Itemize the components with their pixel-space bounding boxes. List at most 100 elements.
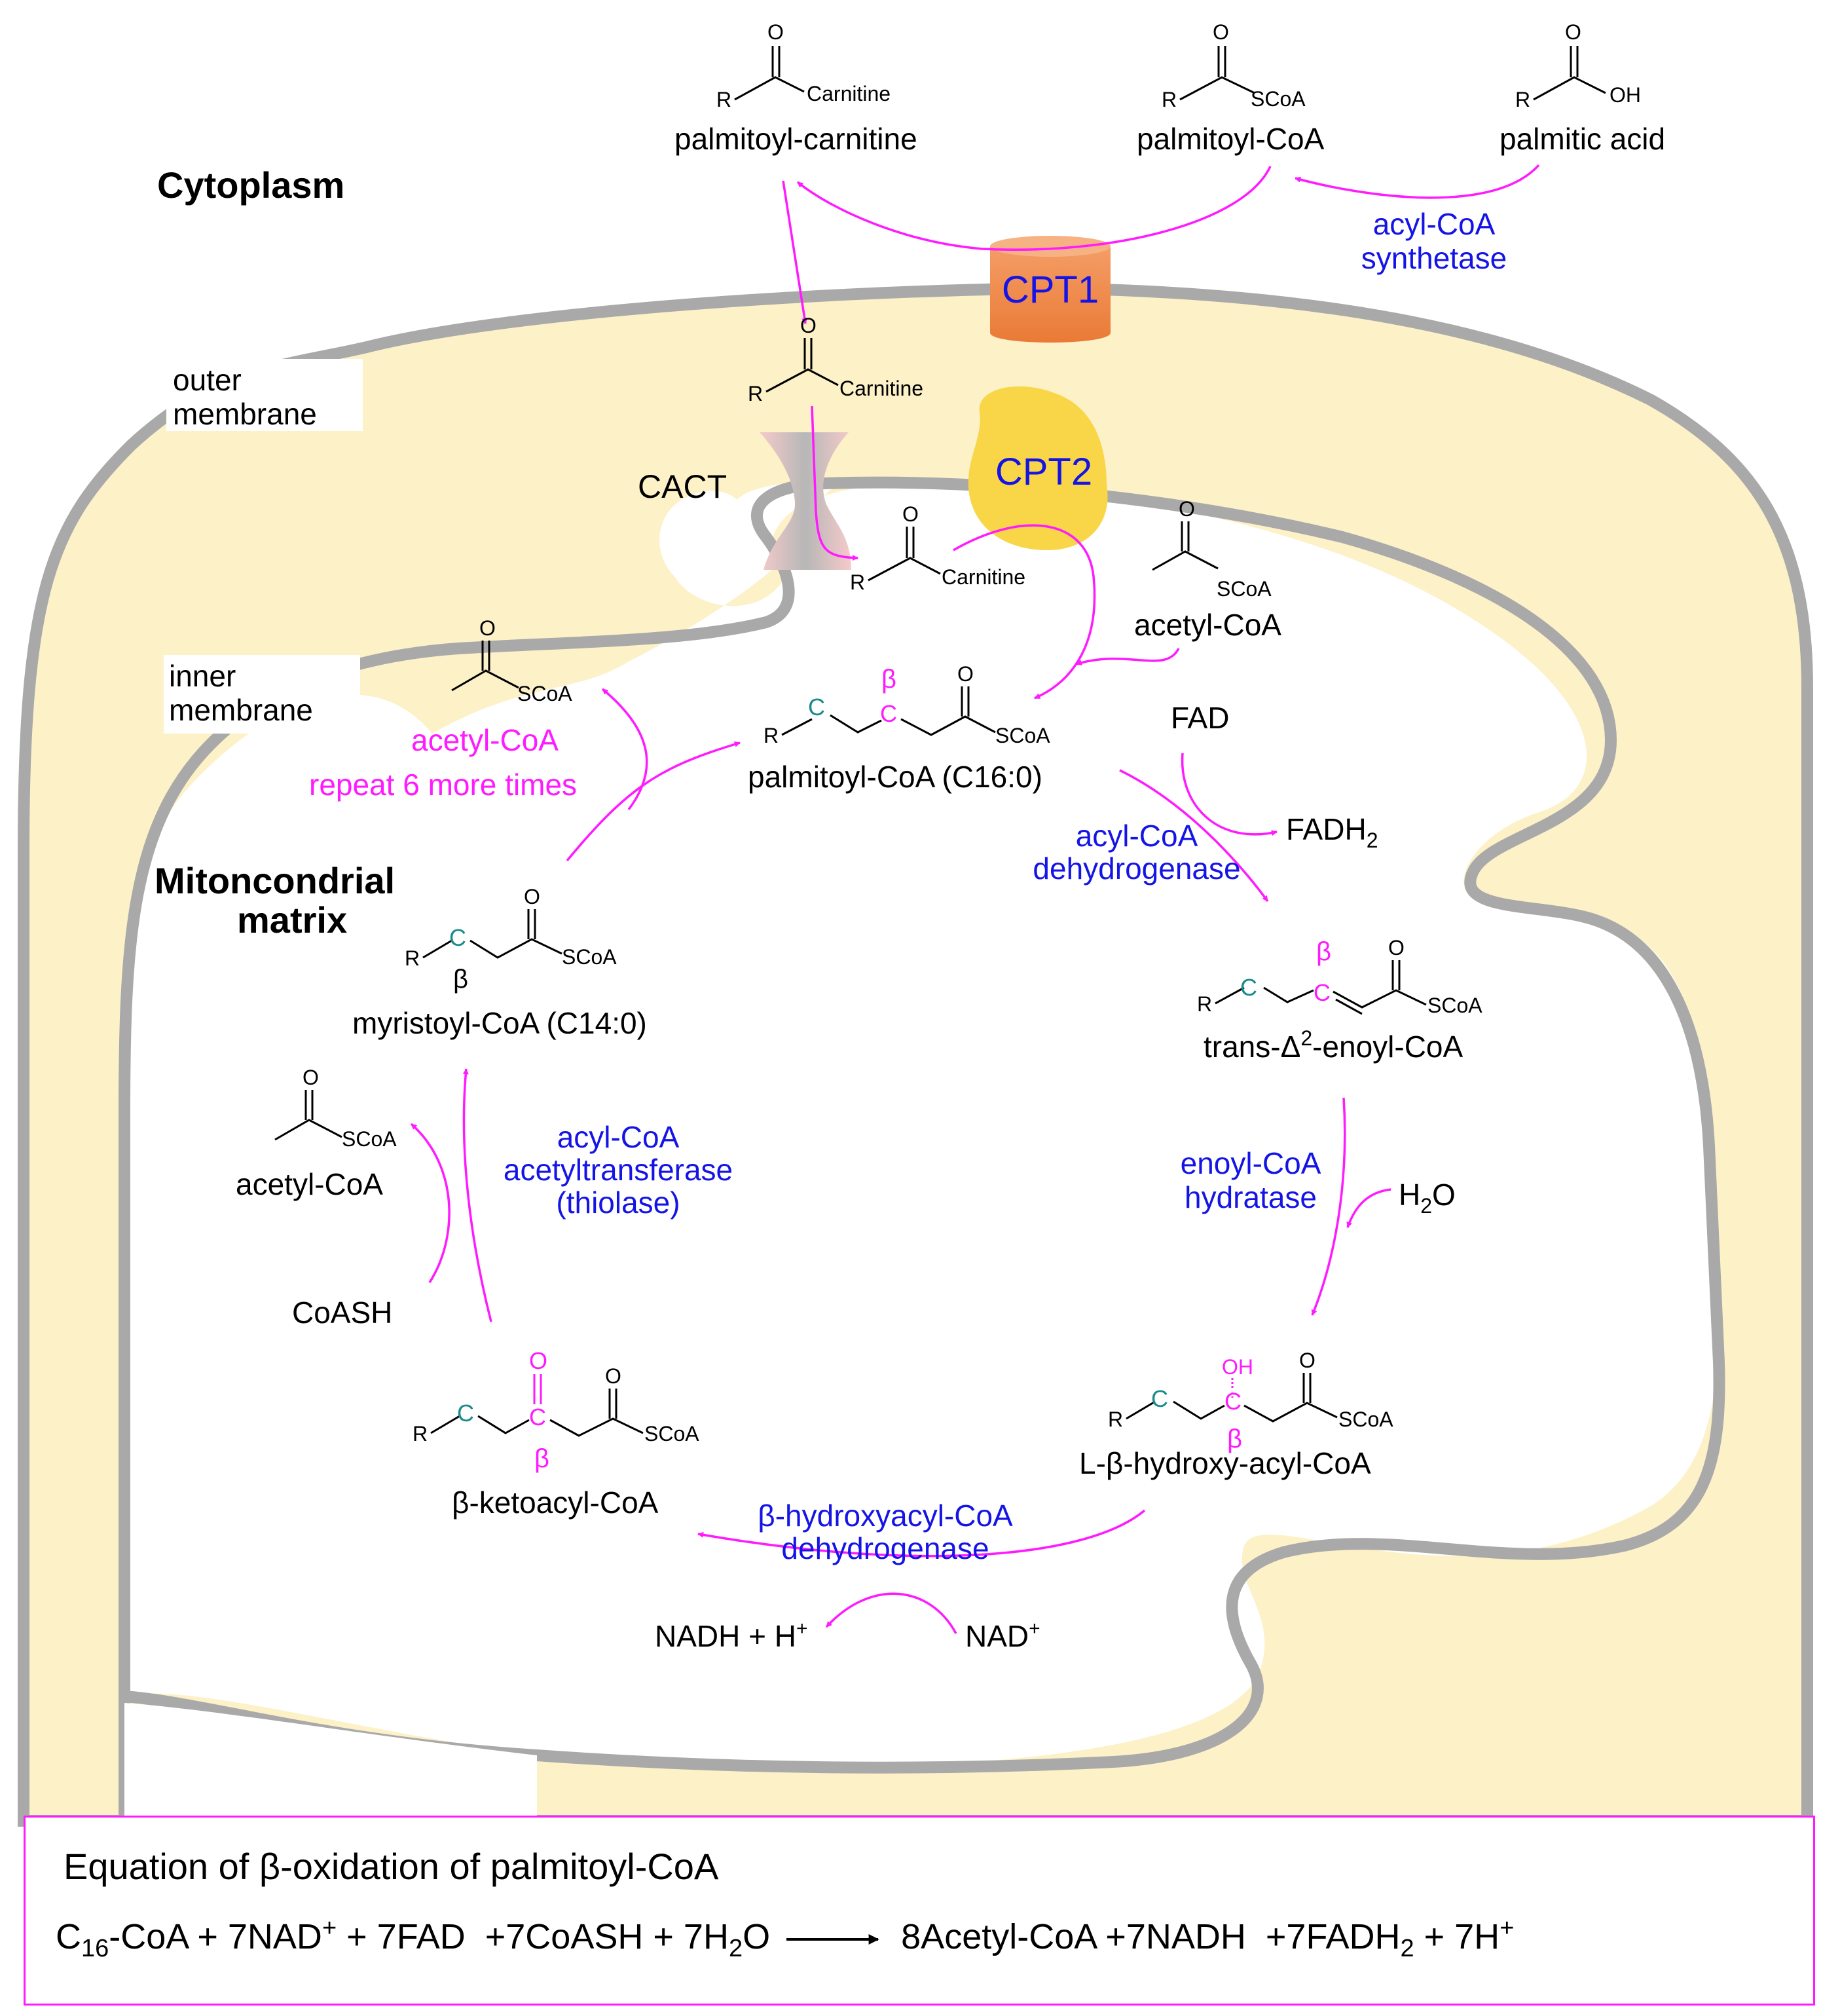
svg-text:C: C: [529, 1404, 546, 1430]
arrow-palmitic-to-coa: [1295, 164, 1540, 199]
matrix-label-1: Mitoncondrial: [155, 860, 395, 901]
svg-text:C: C: [1240, 974, 1257, 1001]
thiolase-label-1: acyl-CoA: [557, 1120, 680, 1154]
palmitoyl-coa-c16-label: palmitoyl-CoA (C16:0): [748, 760, 1042, 794]
eq-acetyl: 8Acetyl-CoA: [901, 1917, 1096, 1956]
thiolase-label-2: acetyltransferase: [504, 1153, 733, 1187]
svg-text:O: O: [605, 1364, 621, 1388]
myristoyl-coa-label: myristoyl-CoA (C14:0): [352, 1006, 647, 1040]
arrow-release-acetyl-repeat: [601, 688, 648, 811]
equation-line: C16-CoA + 7NAD+ + 7FAD +7CoASH + 7H2O 8A…: [56, 1914, 1514, 1963]
acyl-coa-dehydrogenase-label-2: dehydrogenase: [1033, 851, 1240, 886]
svg-text:O: O: [1213, 20, 1229, 44]
arrow-hydroxyacyl-dehydrogenase: [697, 1509, 1146, 1558]
svg-text:SCoA: SCoA: [1217, 577, 1272, 601]
svg-text:C: C: [449, 924, 466, 951]
eq-h-sup: +: [1500, 1914, 1515, 1942]
svg-text:C: C: [1151, 1385, 1168, 1412]
acetyl-coa-repeat-label: acetyl-CoA: [411, 723, 559, 757]
trans-enoyl-coa-label: trans-Δ2-enoyl-CoA: [1204, 1026, 1463, 1064]
svg-text:C: C: [1224, 1388, 1242, 1415]
ims-acyl-carnitine-structure: R O Carnitine: [748, 314, 923, 405]
eq-h2o-sub: 2: [728, 1934, 743, 1962]
equation-arrow-icon: [786, 1933, 879, 1945]
coash-label: CoASH: [292, 1296, 392, 1330]
nad-plus-label: NAD+: [965, 1618, 1040, 1653]
ketoacyl-coa-structure: R C C O β O SCoA: [413, 1347, 699, 1473]
eq-nad: + 7NAD: [187, 1917, 322, 1956]
cristae-fold: [124, 1703, 537, 1821]
acyl-coa-dehydrogenase-label-1: acyl-CoA: [1076, 819, 1198, 853]
arrow-acetyl-coa-to-palmitoyl: [1076, 648, 1180, 665]
cact-transporter: [760, 432, 851, 570]
svg-text:Carnitine: Carnitine: [839, 377, 923, 400]
enoyl-coa-hydratase-label-2: hydratase: [1185, 1180, 1317, 1214]
hydroxyacyl-dehydrogenase-label-1: β-hydroxyacyl-CoA: [758, 1499, 1013, 1533]
palmitoyl-coa-c16-structure: R C C β O SCoA: [764, 662, 1050, 747]
enoyl-coa-hydratase-label-1: enoyl-CoA: [1181, 1146, 1321, 1180]
arrow-coa-to-carnitine: [796, 166, 1272, 252]
arrow-repeat-cycle: [566, 741, 741, 862]
svg-text:O: O: [957, 662, 974, 686]
equation-title: Equation of β-oxidation of palmitoyl-CoA: [64, 1846, 719, 1887]
palmitoyl-carnitine-structure: R O Carnitine: [716, 20, 891, 111]
fad-label: FAD: [1171, 701, 1229, 735]
cpt2-transporter: CPT2: [968, 386, 1108, 550]
svg-text:R: R: [1162, 88, 1177, 111]
matrix-acyl-carnitine-structure: R O Carnitine: [850, 502, 1025, 594]
eq-coash: +7CoASH: [465, 1917, 644, 1956]
svg-text:β: β: [1227, 1425, 1242, 1453]
svg-text:R: R: [1197, 992, 1212, 1016]
arrow-coash-to-acetyl: [410, 1123, 451, 1283]
svg-text:O: O: [767, 20, 784, 44]
h2o-label: H2O: [1399, 1178, 1456, 1218]
svg-text:R: R: [716, 88, 731, 111]
eq-nadh: +7NADH: [1095, 1917, 1246, 1956]
svg-text:β: β: [453, 965, 468, 994]
outer-membrane-label-bg: [166, 359, 363, 431]
eq-c16-post: -CoA: [109, 1917, 188, 1956]
repeat-note: repeat 6 more times: [309, 768, 577, 802]
fadh2-label: FADH2: [1286, 812, 1378, 852]
palmitoyl-coa-cyto-label: palmitoyl-CoA: [1137, 122, 1325, 156]
acetyl-coa-left-structure: O SCoA: [274, 1066, 397, 1151]
equation-box: Equation of β-oxidation of palmitoyl-CoA…: [24, 1816, 1815, 2006]
inner-membrane-label-2: membrane: [169, 693, 313, 727]
svg-text:C: C: [880, 700, 897, 727]
palmitic-acid-label: palmitic acid: [1500, 122, 1665, 156]
acyl-coa-synthetase-label-1: acyl-CoA: [1373, 207, 1496, 241]
svg-text:SCoA: SCoA: [995, 724, 1050, 747]
svg-text:OH: OH: [1610, 83, 1641, 107]
eq-fad: + 7FAD: [337, 1917, 466, 1956]
eq-fadh-pre: +7FADH: [1245, 1917, 1401, 1956]
svg-text:Carnitine: Carnitine: [807, 82, 891, 105]
matrix-space: [124, 481, 1720, 1821]
eq-h2o-pre: + 7H: [643, 1917, 729, 1956]
myristoyl-coa-structure: R C β O SCoA: [405, 885, 617, 994]
svg-text:C: C: [457, 1400, 474, 1427]
svg-text:SCoA: SCoA: [1338, 1408, 1393, 1431]
arrow-hydratase: [1311, 1097, 1346, 1316]
acyl-coa-synthetase-label-2: synthetase: [1361, 241, 1507, 275]
nadh-label: NADH + H+: [655, 1618, 808, 1653]
svg-text:SCoA: SCoA: [1251, 87, 1306, 111]
svg-text:O: O: [902, 502, 919, 526]
cpt2-label: CPT2: [995, 451, 1092, 493]
svg-text:R: R: [1108, 1408, 1123, 1431]
svg-text:R: R: [405, 946, 420, 970]
svg-text:SCoA: SCoA: [562, 945, 617, 969]
inner-membrane-label-bg: [164, 655, 360, 734]
svg-text:Carnitine: Carnitine: [942, 565, 1025, 589]
cytoplasm-label: Cytoplasm: [157, 164, 344, 206]
svg-text:O: O: [1179, 497, 1195, 521]
eq-c16-sub: 16: [81, 1934, 109, 1962]
svg-text:β: β: [1316, 937, 1331, 966]
outer-membrane-label-1: outer: [173, 363, 242, 397]
cpt1-transporter: CPT1: [990, 236, 1111, 343]
arrow-h2o-in: [1346, 1188, 1391, 1228]
svg-text:O: O: [1565, 20, 1581, 44]
svg-text:R: R: [748, 382, 763, 405]
svg-text:O: O: [529, 1347, 547, 1374]
eq-c16-pre: C: [56, 1917, 81, 1956]
